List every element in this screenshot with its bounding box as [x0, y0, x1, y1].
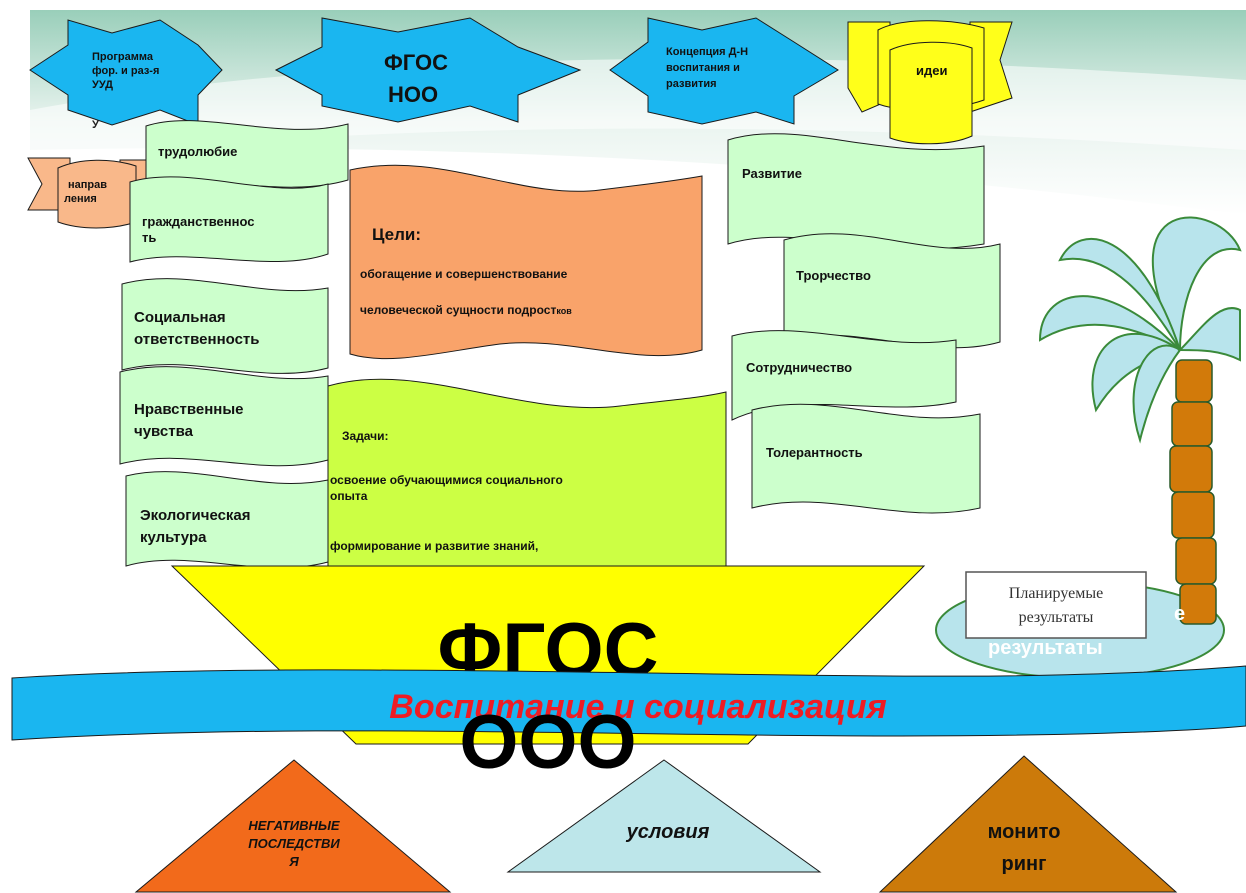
star-program-line2: фор. и раз-я	[92, 65, 159, 77]
value-left-2a: гражданственнос	[142, 214, 255, 229]
value-card-4: Нравственные чувства	[119, 366, 329, 467]
banner: Воспитание и социализация	[11, 665, 1246, 741]
ribbon-directions: направ ления	[27, 157, 159, 229]
planned-results-line2: результаты	[1019, 609, 1094, 626]
star-program: Программа фор. и раз-я УУД	[29, 19, 223, 126]
star-fgos-noo: ФГОС НОО	[274, 17, 582, 123]
goals-line1: обогащение и совершенствование	[360, 267, 568, 281]
ribbon-ideas-label: идеи	[916, 63, 947, 78]
triangle-conditions-label: условия	[626, 821, 710, 843]
value-left-4a: Нравственные	[134, 401, 244, 418]
palm-leaves	[1038, 216, 1242, 444]
value-right-2: Трорчество	[796, 268, 871, 283]
value-card-right-3: Сотрудничество	[731, 330, 957, 421]
planned-results-line1: Планируемые	[1009, 585, 1103, 602]
star-program-line3: УУД	[92, 79, 113, 91]
value-card-right-1: Развитие	[727, 133, 985, 250]
star-concept-line2: воспитания и	[666, 62, 740, 74]
value-left-2b: ть	[142, 230, 156, 245]
value-card-3: Социальная ответственность	[121, 278, 329, 374]
triangle-negative-line2: ПОСЛЕДСТВИ	[248, 836, 340, 851]
triangle-conditions: условия	[506, 759, 822, 873]
value-left-3a: Социальная	[134, 309, 226, 326]
value-right-1: Развитие	[742, 166, 802, 181]
value-right-3: Сотрудничество	[746, 360, 852, 375]
star-concept: Концепция Д-Н воспитания и развития	[609, 17, 839, 125]
goals-box: Цели: обогащение и совершенствование чел…	[349, 164, 703, 360]
tasks-title: Задачи:	[342, 429, 389, 443]
triangle-monitoring-line2: ринг	[1002, 853, 1047, 875]
value-right-4: Толерантность	[766, 445, 863, 460]
triangle-monitoring-line1: монито	[988, 821, 1061, 843]
goals-line2-main: человеческой сущности подрост	[360, 303, 556, 317]
tasks-line2: опыта	[330, 489, 368, 503]
triangle-negative-line3: Я	[288, 854, 299, 869]
value-left-4b: чувства	[134, 423, 194, 440]
palm-cloud-text1: е	[1174, 603, 1185, 625]
ribbon-directions-line2: ления	[64, 193, 97, 205]
tasks-line1: освоение обучающимися социального	[330, 473, 563, 487]
value-left-1: трудолюбие	[158, 144, 237, 159]
banner-text: Воспитание и социализация	[389, 688, 886, 726]
value-card-right-4: Толерантность	[751, 403, 981, 514]
planned-results-label: Планируемые результаты	[965, 571, 1147, 639]
value-card-2: гражданственнос ть	[129, 176, 329, 263]
value-left-5b: культура	[140, 529, 207, 546]
tasks-box: Задачи: освоение обучающимися социальног…	[327, 378, 727, 581]
funnel-bottom-text: ООО	[459, 700, 636, 785]
star-concept-line3: развития	[666, 78, 717, 90]
triangle-negative-line1: НЕГАТИВНЫЕ	[248, 818, 340, 833]
value-left-5a: Экологическая	[140, 507, 251, 524]
tasks-line3: формирование и развитие знаний,	[330, 539, 538, 553]
star-program-line1: Программа	[92, 51, 154, 63]
value-card-5: Экологическая культура	[125, 471, 329, 569]
star-fgos-line1: ФГОС	[384, 50, 448, 75]
palm-cloud-text2: результаты	[988, 637, 1103, 659]
value-left-3b: ответственность	[134, 331, 260, 348]
star-fgos-line2: НОО	[388, 82, 438, 107]
goals-line2-small: ков	[556, 306, 572, 316]
ribbon-ideas: идеи	[847, 20, 1013, 145]
goals-line2: человеческой сущности подростков	[360, 303, 572, 317]
goals-title: Цели:	[372, 225, 421, 244]
palm-trunk	[1169, 359, 1217, 625]
value-card-1: трудолюбие	[145, 120, 349, 189]
triangle-negative: НЕГАТИВНЫЕ ПОСЛЕДСТВИ Я	[134, 759, 452, 893]
value-card-right-2: Трорчество	[783, 233, 1001, 349]
star-concept-line1: Концепция Д-Н	[666, 46, 748, 58]
ribbon-directions-line1: направ	[68, 179, 107, 191]
program-note: У	[92, 119, 99, 131]
triangle-monitoring: монито ринг	[878, 755, 1178, 893]
